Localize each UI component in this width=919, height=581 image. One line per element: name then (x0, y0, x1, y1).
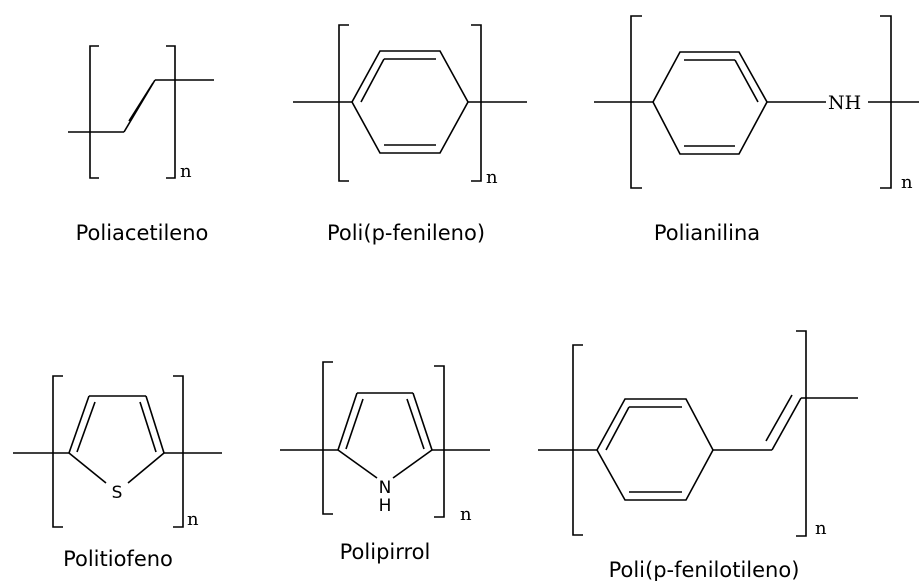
ring-double-bond-left (76, 401, 96, 453)
ring-bond-to-s (127, 452, 165, 484)
bracket-right (166, 45, 176, 179)
structure-poliacetileno: n Poliacetileno (68, 45, 214, 245)
ring-double-bond-side (605, 406, 630, 451)
polymer-name: Polipirrol (340, 540, 431, 564)
bracket-left (89, 45, 99, 179)
bracket-right (173, 375, 184, 528)
polymer-name: Poli(p-fenileno) (327, 221, 485, 245)
polymer-name: Politiofeno (63, 547, 173, 571)
repeat-subscript: n (901, 172, 913, 193)
polymer-name: Poli(p-fenilotileno) (609, 558, 800, 581)
repeat-subscript: n (815, 518, 827, 539)
ring-double-bond-side (360, 58, 385, 103)
structure-polipirrol: N H n Polipirrol (280, 361, 490, 564)
ring-bond (337, 392, 358, 451)
atom-label-n: N (379, 478, 392, 498)
bracket-right (796, 330, 807, 537)
structure-politiofeno: S n Politiofeno (13, 375, 222, 571)
atom-label-h: H (379, 496, 392, 516)
benzene-ring (652, 51, 768, 155)
ring-bond (412, 392, 433, 451)
repeat-subscript: n (460, 504, 472, 525)
ring-bond (145, 395, 165, 454)
repeat-subscript: n (486, 167, 498, 188)
ring-bond (68, 395, 90, 454)
bracket-left (572, 344, 583, 536)
ring-bond-to-n (392, 449, 433, 479)
ring-double-bond-side (734, 59, 759, 103)
ring-bond-to-n (337, 449, 378, 479)
structure-poli-p-fenileno: n Poli(p-fenileno) (293, 24, 527, 245)
bracket-left (338, 24, 349, 182)
bond-double-inner (128, 82, 154, 122)
ring-double-bond-right (406, 398, 425, 450)
polymer-name: Poliacetileno (76, 221, 209, 245)
atom-label-s: S (112, 483, 123, 503)
bond-double-outer (771, 397, 802, 451)
repeat-subscript: n (180, 161, 192, 182)
benzene-ring (596, 398, 714, 501)
bond-double-inner (765, 394, 793, 442)
bracket-right (471, 24, 482, 182)
ring-double-bond-right (139, 401, 157, 453)
bracket-right (434, 365, 445, 518)
bracket-left (322, 361, 333, 515)
atom-label-nh: NH (828, 92, 861, 114)
bracket-left (52, 375, 63, 528)
repeat-subscript: n (187, 509, 199, 530)
benzene-ring (351, 50, 469, 154)
structure-poli-p-fenilotileno: n Poli(p-fenilotileno) (538, 330, 858, 581)
structure-polianilina: NH n Polianilina (594, 15, 919, 245)
ring-double-bond-left (345, 398, 364, 450)
polymer-name: Polianilina (654, 221, 760, 245)
ring-bond-to-s (68, 452, 107, 484)
